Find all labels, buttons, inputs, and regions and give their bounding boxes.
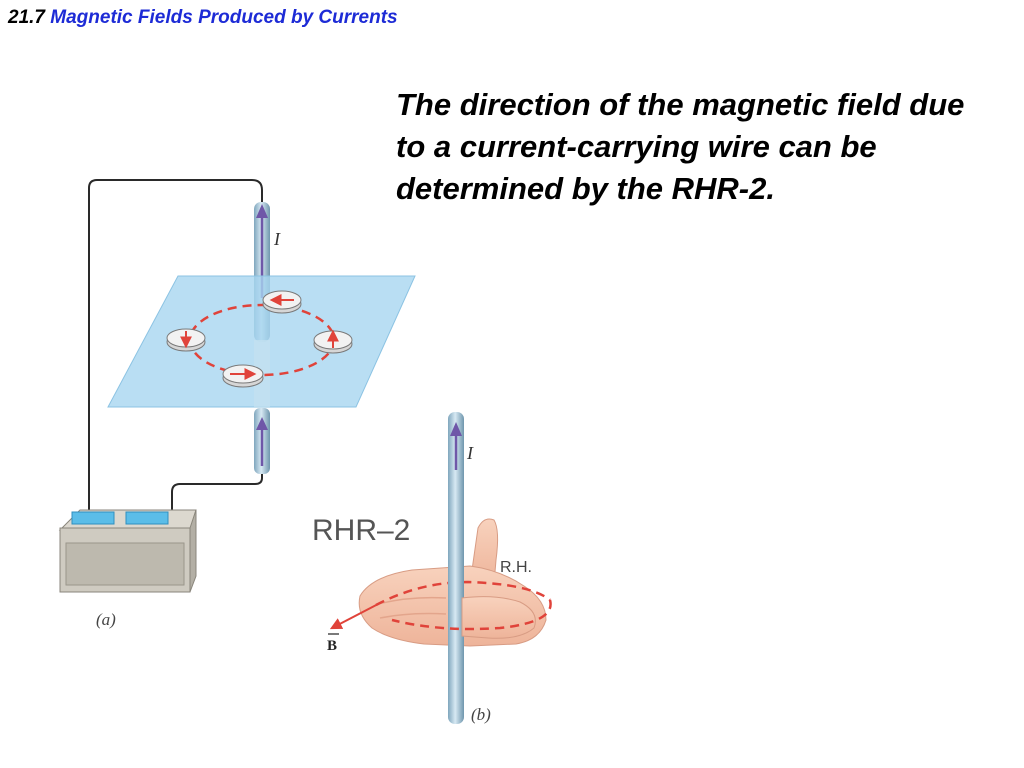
figure-b: RHR–2 I R.H. B (b) (312, 412, 552, 724)
current-label-b: I (466, 443, 474, 463)
hand-label: R.H. (500, 559, 532, 576)
section-title: Magnetic Fields Produced by Currents (50, 7, 398, 28)
current-label-a: I (273, 229, 281, 249)
current-arrowhead-lower (256, 417, 268, 430)
panel-label-b: (b) (471, 705, 491, 724)
field-circle-front (391, 599, 552, 631)
current-arrowhead-upper (256, 204, 268, 218)
battery (58, 509, 197, 593)
compass-top (262, 290, 302, 314)
section-number: 21.7 (8, 7, 45, 28)
compass-right (313, 329, 353, 354)
field-label-b: B (327, 638, 337, 654)
compass-left (166, 328, 206, 352)
slide-caption: The direction of the magnetic field due … (396, 87, 965, 206)
rhr-label: RHR–2 (312, 514, 410, 547)
compass-bottom (222, 364, 264, 388)
b-field-arrow (329, 601, 383, 630)
field-circle-back (375, 580, 551, 607)
circuit-wire (88, 179, 263, 512)
circuit-wire-return (171, 470, 263, 514)
current-arrowhead-b (450, 422, 462, 436)
figure-a: I (a) (58, 179, 416, 629)
battery-terminal-right (125, 511, 169, 525)
slide-header: 21.7 Magnetic Fields Produced by Current… (8, 7, 398, 29)
vertical-wire-b (448, 412, 464, 724)
battery-terminal-left (71, 511, 115, 525)
panel-label-a: (a) (96, 610, 116, 629)
